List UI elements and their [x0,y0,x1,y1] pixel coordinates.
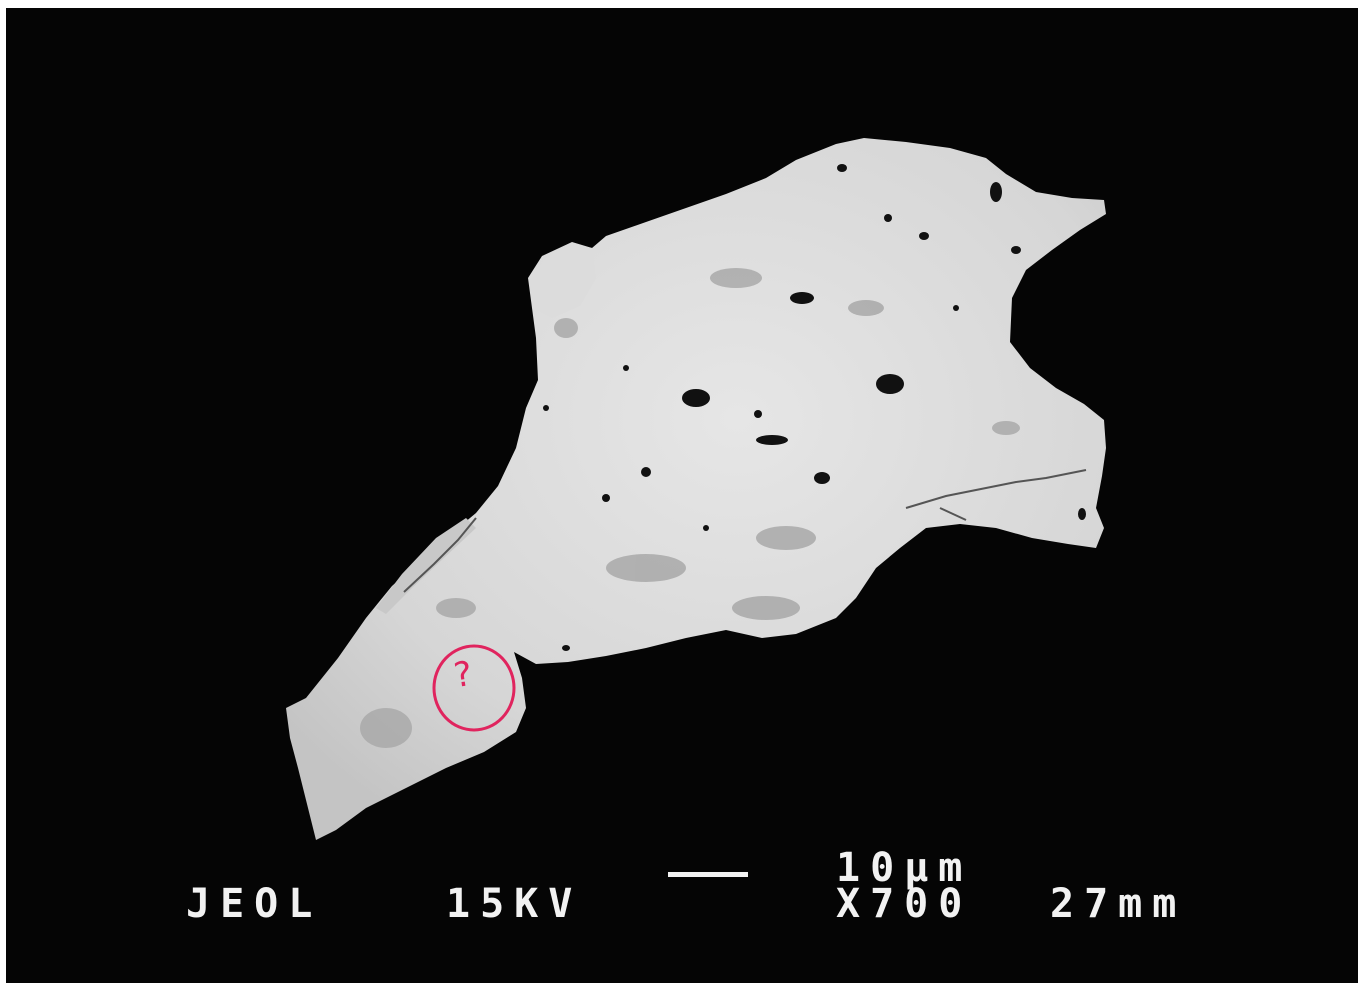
scale-bar [668,872,748,877]
sem-micrograph: ? [6,8,1358,983]
particle-lobe [530,244,596,318]
annotation-circle [432,644,516,732]
particle-image [286,138,1106,840]
working-distance-label: 27mm [1050,881,1187,927]
magnification-label: X700 [836,881,973,927]
scale-bar-label: 10μm [836,845,973,891]
instrument-label: JEOL [186,881,323,927]
voltage-label: 15KV [446,881,583,927]
handwritten-annotation: ? [426,640,522,736]
particle-body [286,138,1106,840]
